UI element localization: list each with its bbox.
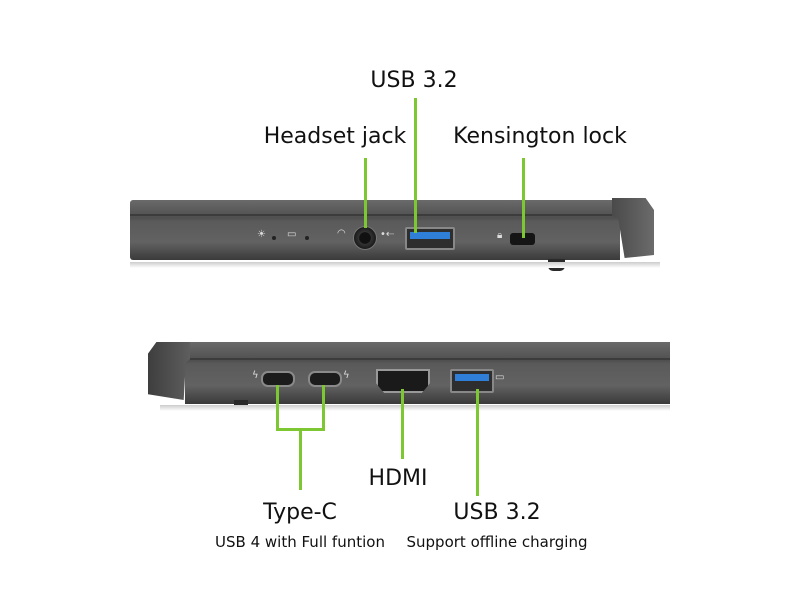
usb-a-port: [450, 369, 494, 393]
lock-icon: 🔒︎: [497, 230, 503, 241]
headset-icon: ◠: [337, 228, 346, 239]
label-type-c: Type-C: [263, 500, 337, 525]
headset-jack: [353, 226, 377, 250]
hinge: [148, 342, 190, 400]
offline-charging-icon: ▭: [495, 372, 505, 383]
power-led: [272, 236, 276, 240]
battery-led: [305, 236, 309, 240]
label-headset-jack: Headset jack: [263, 124, 407, 149]
label-usb-sub: Support offline charging: [406, 533, 588, 551]
label-kensington-lock: Kensington lock: [453, 124, 627, 149]
kensington-slot: [510, 233, 535, 245]
battery-led-icon: ▭: [287, 229, 297, 240]
label-hdmi: HDMI: [368, 466, 428, 491]
label-usb-3-2-bottom: USB 3.2: [453, 500, 541, 525]
thunderbolt-icon: ϟ: [343, 370, 350, 381]
label-usb-3-2-top: USB 3.2: [370, 68, 458, 93]
usb-a-port: [405, 227, 455, 250]
type-c-port-2: [308, 371, 342, 387]
thunderbolt-icon: ϟ: [252, 370, 259, 381]
label-type-c-sub: USB 4 with Full funtion: [215, 533, 385, 551]
usb-icon: •⇠: [380, 229, 395, 240]
power-led-icon: ☀: [257, 229, 266, 240]
